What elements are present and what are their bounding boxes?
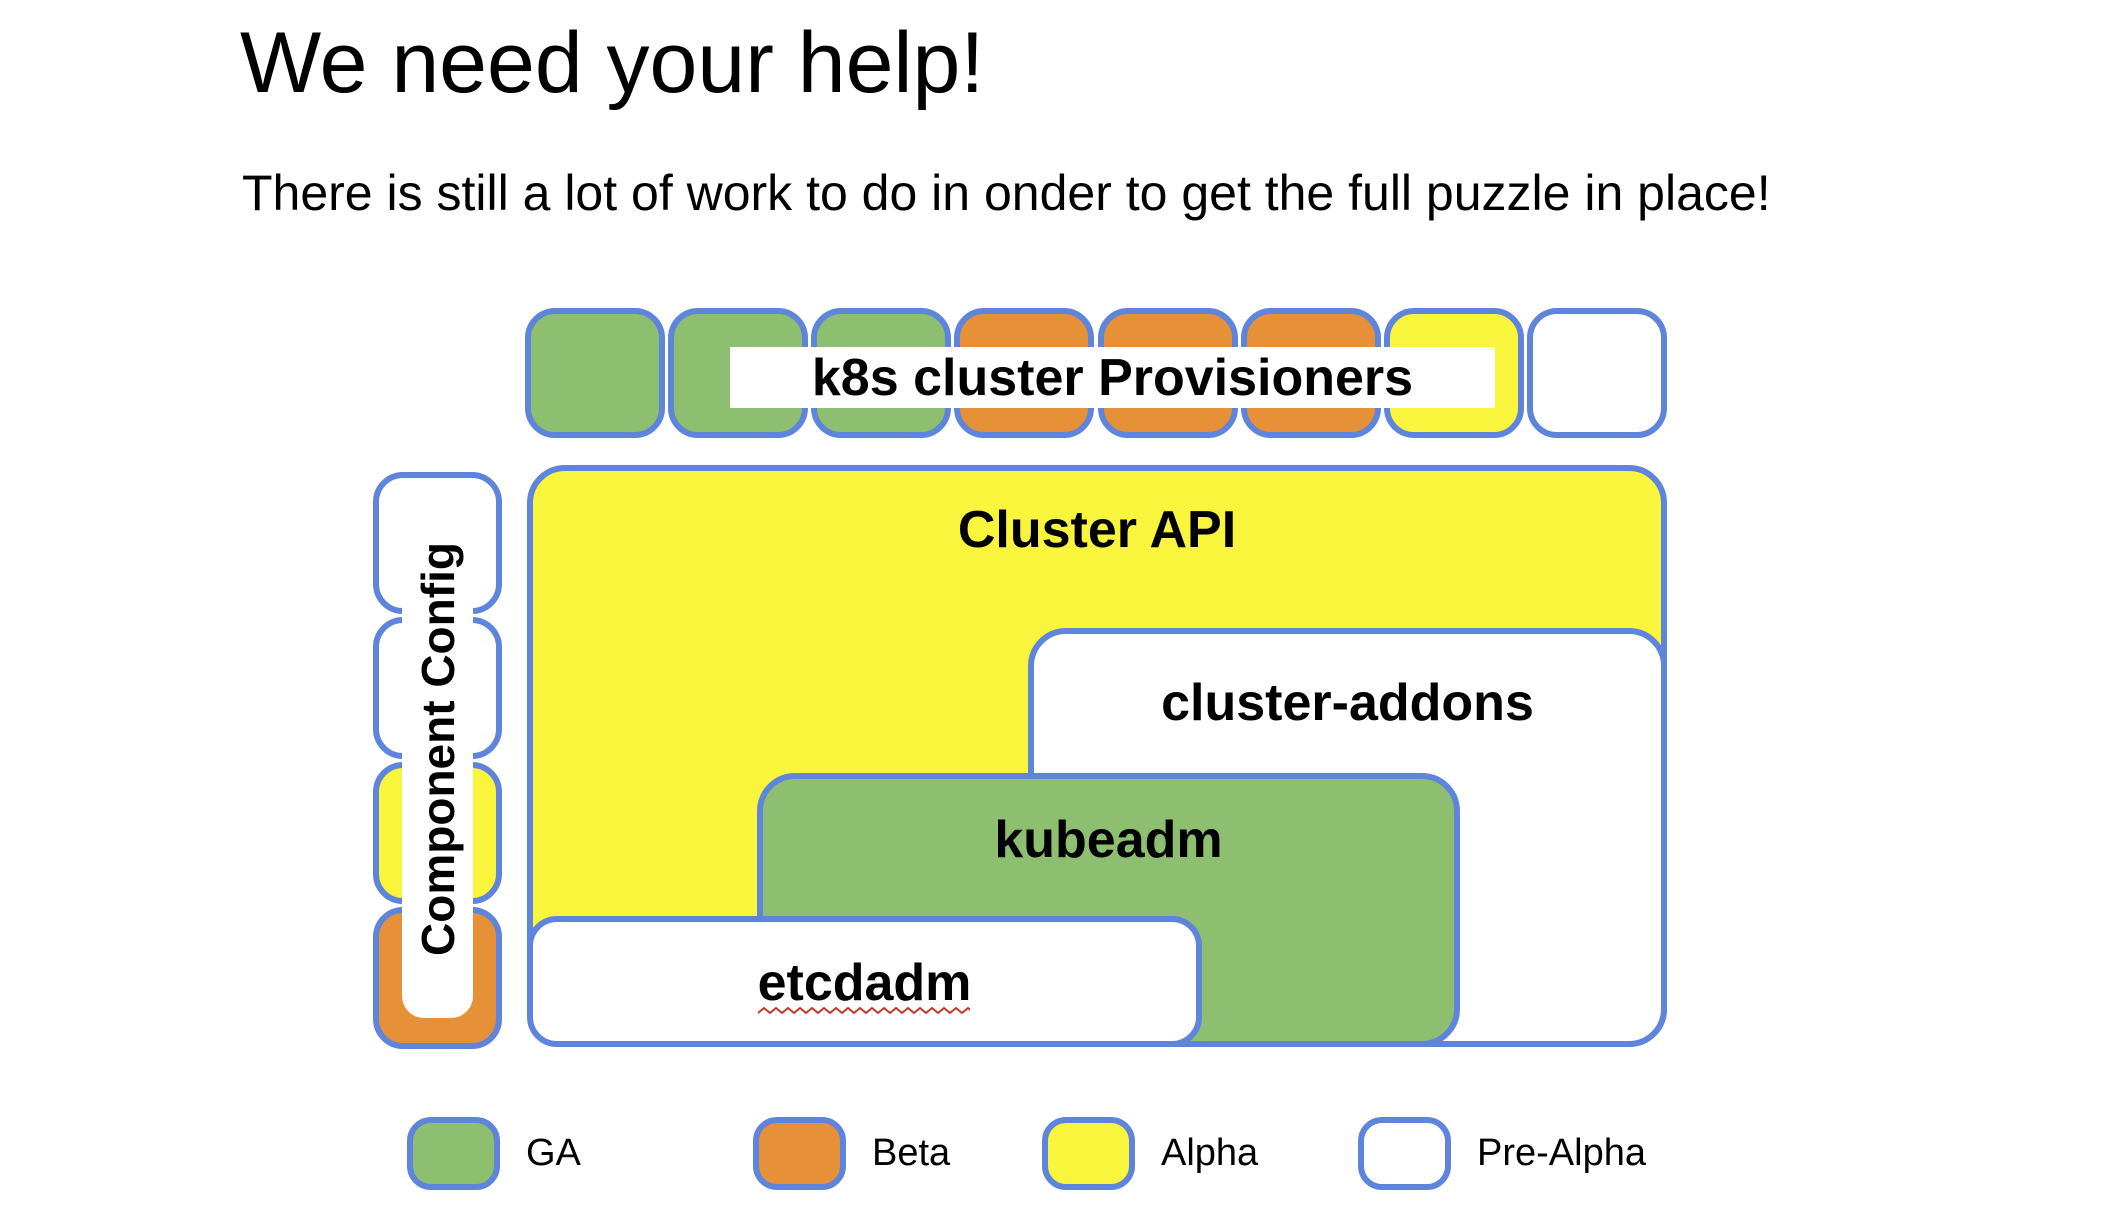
- cluster-addons-label: cluster-addons: [1161, 674, 1534, 732]
- legend-swatch-ga: [407, 1117, 500, 1190]
- component-config-labelbox: Component Config: [402, 480, 473, 1018]
- legend-item-alpha: Alpha: [1042, 1117, 1258, 1190]
- legend-label-ga: GA: [526, 1132, 581, 1174]
- status-square-ga: [525, 308, 665, 438]
- legend-swatch-pre-alpha: [1358, 1117, 1451, 1190]
- legend-item-pre-alpha: Pre-Alpha: [1358, 1117, 1646, 1190]
- legend-label-alpha: Alpha: [1161, 1132, 1259, 1174]
- legend-label-pre-alpha: Pre-Alpha: [1477, 1132, 1646, 1174]
- provisioners-label: k8s cluster Provisioners: [730, 347, 1495, 408]
- legend-item-beta: Beta: [753, 1117, 950, 1190]
- slide-title: We need your help!: [240, 15, 985, 111]
- component-config-label: Component Config: [411, 542, 464, 956]
- etcdadm-box: [527, 916, 1202, 1047]
- legend-label-beta: Beta: [872, 1132, 951, 1174]
- status-square-pre-alpha: [1526, 308, 1667, 438]
- spellcheck-squiggle: [758, 1006, 970, 1015]
- legend-swatch-beta: [753, 1117, 846, 1190]
- etcdadm-label: etcdadm: [757, 954, 972, 1012]
- slide-subtitle: There is still a lot of work to do in on…: [242, 165, 1771, 221]
- kubeadm-label: kubeadm: [994, 811, 1223, 869]
- legend-item-ga: GA: [407, 1117, 581, 1190]
- legend-swatch-alpha: [1042, 1117, 1135, 1190]
- cluster-api-label: Cluster API: [957, 501, 1237, 559]
